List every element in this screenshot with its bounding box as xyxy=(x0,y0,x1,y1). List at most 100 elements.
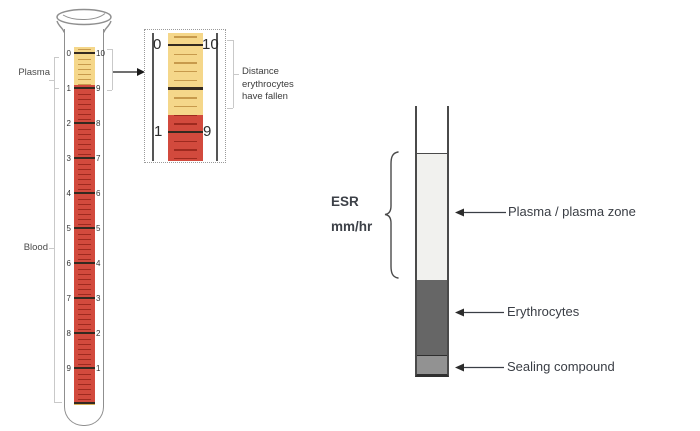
inset-minor-tick xyxy=(174,105,197,108)
minor-tick xyxy=(77,79,91,80)
minor-tick xyxy=(77,199,91,200)
minor-tick xyxy=(77,284,91,285)
inset-minor-tick xyxy=(174,62,197,64)
minor-tick xyxy=(77,134,91,135)
minor-tick xyxy=(77,304,91,305)
inset-scale-bottom-left: 1 xyxy=(154,123,163,140)
minor-tick xyxy=(77,374,91,375)
scale-number-right: 1 xyxy=(96,363,101,373)
minor-tick xyxy=(77,129,91,130)
scale-number-left: 0 xyxy=(66,48,71,58)
minor-tick xyxy=(77,169,91,170)
minor-tick xyxy=(77,239,91,240)
esr-tube xyxy=(415,106,449,377)
inset-minor-tick xyxy=(174,71,197,73)
minor-tick xyxy=(77,359,91,360)
minor-tick xyxy=(77,324,91,325)
blood-label-connector xyxy=(49,248,54,249)
minor-tick xyxy=(77,104,91,105)
plasma-column xyxy=(73,47,95,85)
inset-caption-connector xyxy=(233,74,239,75)
inset-minor-tick xyxy=(174,149,197,151)
inset-minor-tick xyxy=(174,114,197,116)
minor-tick xyxy=(77,244,91,245)
scale-number-right: 5 xyxy=(96,223,101,233)
inset-major-tick xyxy=(168,43,203,47)
inset-minor-tick xyxy=(174,158,197,160)
major-tick xyxy=(73,297,95,299)
minor-tick xyxy=(77,399,91,400)
major-tick xyxy=(73,332,95,334)
minor-tick xyxy=(77,179,91,180)
scale-number-right: 4 xyxy=(96,258,101,268)
inset-minor-tick xyxy=(174,140,197,143)
minor-tick xyxy=(77,254,91,255)
scale-number-left: 5 xyxy=(66,223,71,233)
minor-tick xyxy=(77,94,91,95)
scale-number-left: 4 xyxy=(66,188,71,198)
minor-tick xyxy=(77,139,91,140)
esr-label-line1: ESR xyxy=(331,194,359,209)
minor-tick xyxy=(77,209,91,210)
inset-caption-line2: erythrocytes xyxy=(242,78,294,90)
scale-number-left: 2 xyxy=(66,118,71,128)
magnified-region-tick-top xyxy=(107,49,112,50)
scale-number-left: 9 xyxy=(66,363,71,373)
minor-tick xyxy=(77,119,91,120)
minor-tick xyxy=(77,74,91,75)
scale-number-right: 10 xyxy=(96,48,105,58)
inset-caption-line3: have fallen xyxy=(242,91,288,102)
major-tick xyxy=(73,192,95,194)
inset-major-tick xyxy=(168,87,203,90)
minor-tick xyxy=(77,394,91,395)
minor-tick xyxy=(77,214,91,215)
bracket-tick-plasma-bottom xyxy=(54,88,59,89)
minor-tick xyxy=(77,309,91,310)
minor-tick xyxy=(77,64,91,65)
major-tick xyxy=(73,367,95,369)
inset-caption-line1: Distance xyxy=(242,66,279,77)
minor-tick xyxy=(77,174,91,175)
major-tick xyxy=(73,87,95,89)
minor-tick xyxy=(77,224,91,225)
major-tick xyxy=(73,262,95,264)
minor-tick xyxy=(77,289,91,290)
esr-unit-label: ESR mm/hr xyxy=(331,189,372,239)
minor-tick xyxy=(77,249,91,250)
minor-tick xyxy=(77,109,91,110)
sealing-compound-arrow-icon xyxy=(455,363,504,372)
minor-tick xyxy=(77,154,91,155)
major-tick xyxy=(73,157,95,159)
inset-scale-top-left: 0 xyxy=(153,36,162,53)
inset-scale-top-right: 10 xyxy=(202,36,219,53)
minor-tick xyxy=(77,389,91,390)
erythrocytes-annotation: Erythrocytes xyxy=(507,304,580,319)
minor-tick xyxy=(77,149,91,150)
major-tick xyxy=(73,227,95,229)
scale-number-left: 8 xyxy=(66,328,71,338)
inset-minor-tick xyxy=(174,97,197,99)
erythrocyte-zone xyxy=(417,280,447,355)
minor-tick xyxy=(77,319,91,320)
minor-tick xyxy=(77,349,91,350)
plasma-zone xyxy=(417,153,447,280)
esr-label-line2: mm/hr xyxy=(331,219,373,234)
minor-tick xyxy=(77,279,91,280)
scale-number-right: 7 xyxy=(96,153,101,163)
inset-wall-left xyxy=(152,33,154,161)
minor-tick xyxy=(77,294,91,295)
inset-plasma-column xyxy=(168,33,203,115)
inset-minor-tick xyxy=(174,53,197,56)
tube-region-bracket xyxy=(54,57,55,403)
scale-number-right: 2 xyxy=(96,328,101,338)
minor-tick xyxy=(77,204,91,205)
minor-tick xyxy=(77,144,91,145)
minor-tick xyxy=(77,269,91,270)
minor-tick xyxy=(77,339,91,340)
magnified-region-bracket xyxy=(112,49,113,90)
major-tick xyxy=(73,122,95,124)
scale-number-right: 8 xyxy=(96,118,101,128)
inset-minor-tick xyxy=(174,79,197,82)
plasma-zone-annotation: Plasma / plasma zone xyxy=(508,204,636,219)
